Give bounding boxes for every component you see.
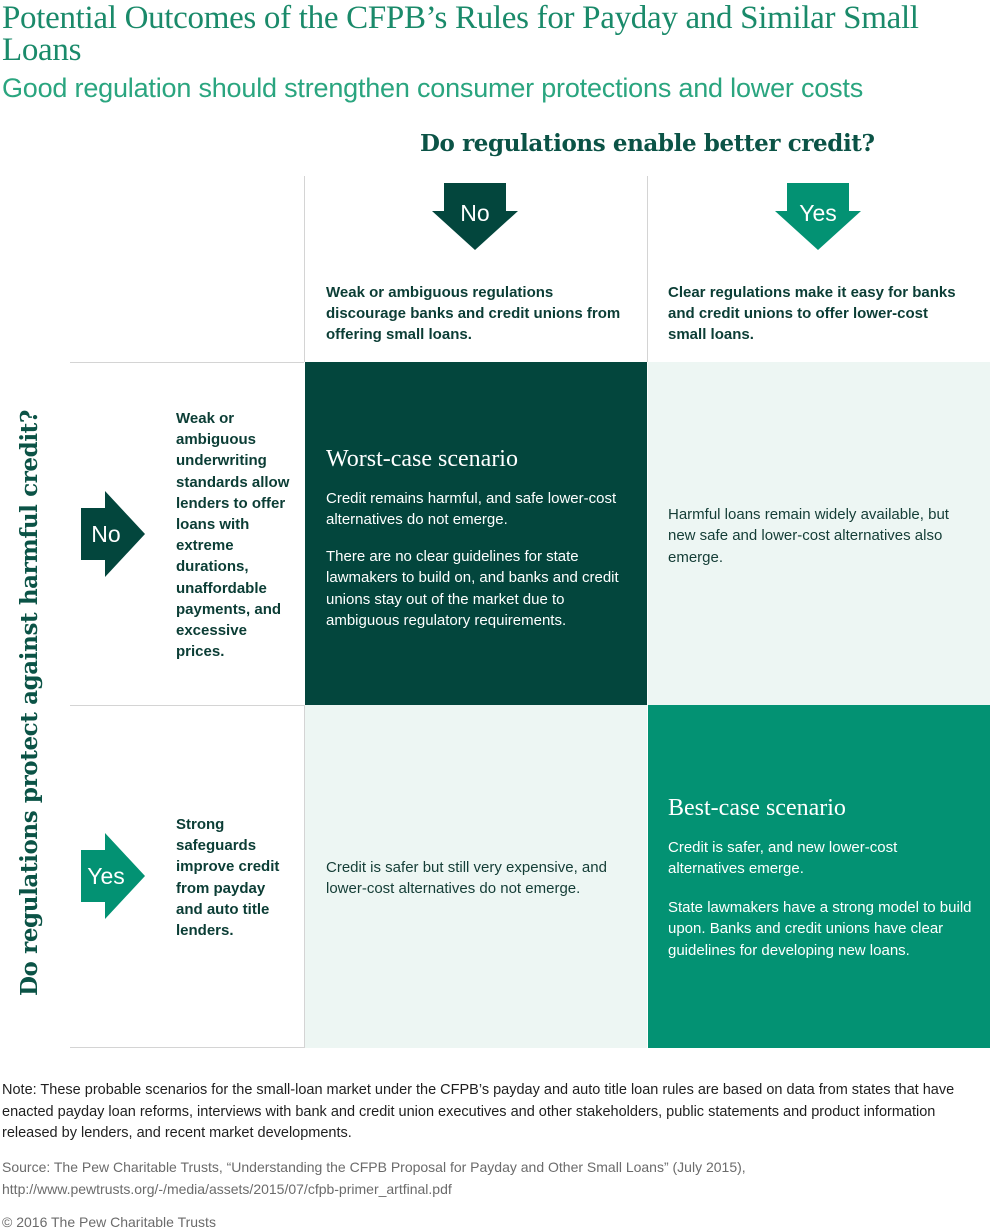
grid-divider xyxy=(304,176,305,362)
grid-divider xyxy=(304,705,305,1048)
footnote: Note: These probable scenarios for the s… xyxy=(2,1082,955,1141)
cell-best-case-paragraph-1: Credit is safer, and new lower-cost alte… xyxy=(668,839,898,878)
column-no-arrow-icon: No xyxy=(432,183,518,250)
column-yes-arrow-label: Yes xyxy=(799,200,837,226)
grid-divider xyxy=(647,176,648,362)
source-citation: Source: The Pew Charitable Trusts, “Unde… xyxy=(2,1159,746,1197)
row-axis-question: Do regulations protect against harmful c… xyxy=(16,410,43,996)
cell-harmful-with-alternatives: Harmful loans remain widely available, b… xyxy=(648,362,990,705)
copyright: © 2016 The Pew Charitable Trusts xyxy=(2,1214,216,1230)
cell-worst-case: Worst-case scenario Credit remains harmf… xyxy=(305,362,647,705)
cell-safer-expensive-text: Credit is safer but still very expensive… xyxy=(326,859,607,898)
column-axis-question: Do regulations enable better credit? xyxy=(420,130,875,157)
chart-title: Potential Outcomes of the CFPB’s Rules f… xyxy=(2,0,919,68)
grid-divider xyxy=(70,1047,304,1048)
column-yes-arrow-icon: Yes xyxy=(775,183,861,250)
chart-subtitle: Good regulation should strengthen consum… xyxy=(2,73,864,103)
cell-best-case-title: Best-case scenario xyxy=(668,795,846,821)
cell-best-case: Best-case scenario Credit is safer, and … xyxy=(648,705,990,1048)
row-no-arrow-label: No xyxy=(91,521,121,547)
cell-safer-expensive: Credit is safer but still very expensive… xyxy=(305,705,647,1048)
row-yes-description: Strong safeguards improve credit from pa… xyxy=(176,816,280,940)
column-yes-description: Clear regulations make it easy for banks… xyxy=(668,284,956,343)
cell-harmful-with-alternatives-text: Harmful loans remain widely available, b… xyxy=(668,506,949,566)
cell-worst-case-paragraph-1: Credit remains harmful, and safe lower-c… xyxy=(326,490,617,529)
cell-best-case-paragraph-2: State lawmakers have a strong model to b… xyxy=(668,899,972,959)
row-no-arrow-icon: No xyxy=(81,491,145,577)
grid-divider xyxy=(70,362,304,363)
grid-divider xyxy=(70,705,304,706)
cell-worst-case-title: Worst-case scenario xyxy=(326,446,518,472)
cell-worst-case-paragraph-2: There are no clear guidelines for state … xyxy=(326,548,619,629)
row-no-description: Weak or ambiguous underwriting standards… xyxy=(176,410,290,661)
column-no-arrow-label: No xyxy=(460,200,490,226)
row-yes-arrow-icon: Yes xyxy=(81,833,145,919)
row-yes-arrow-label: Yes xyxy=(87,863,125,889)
column-no-description: Weak or ambiguous regulations discourage… xyxy=(326,284,621,343)
